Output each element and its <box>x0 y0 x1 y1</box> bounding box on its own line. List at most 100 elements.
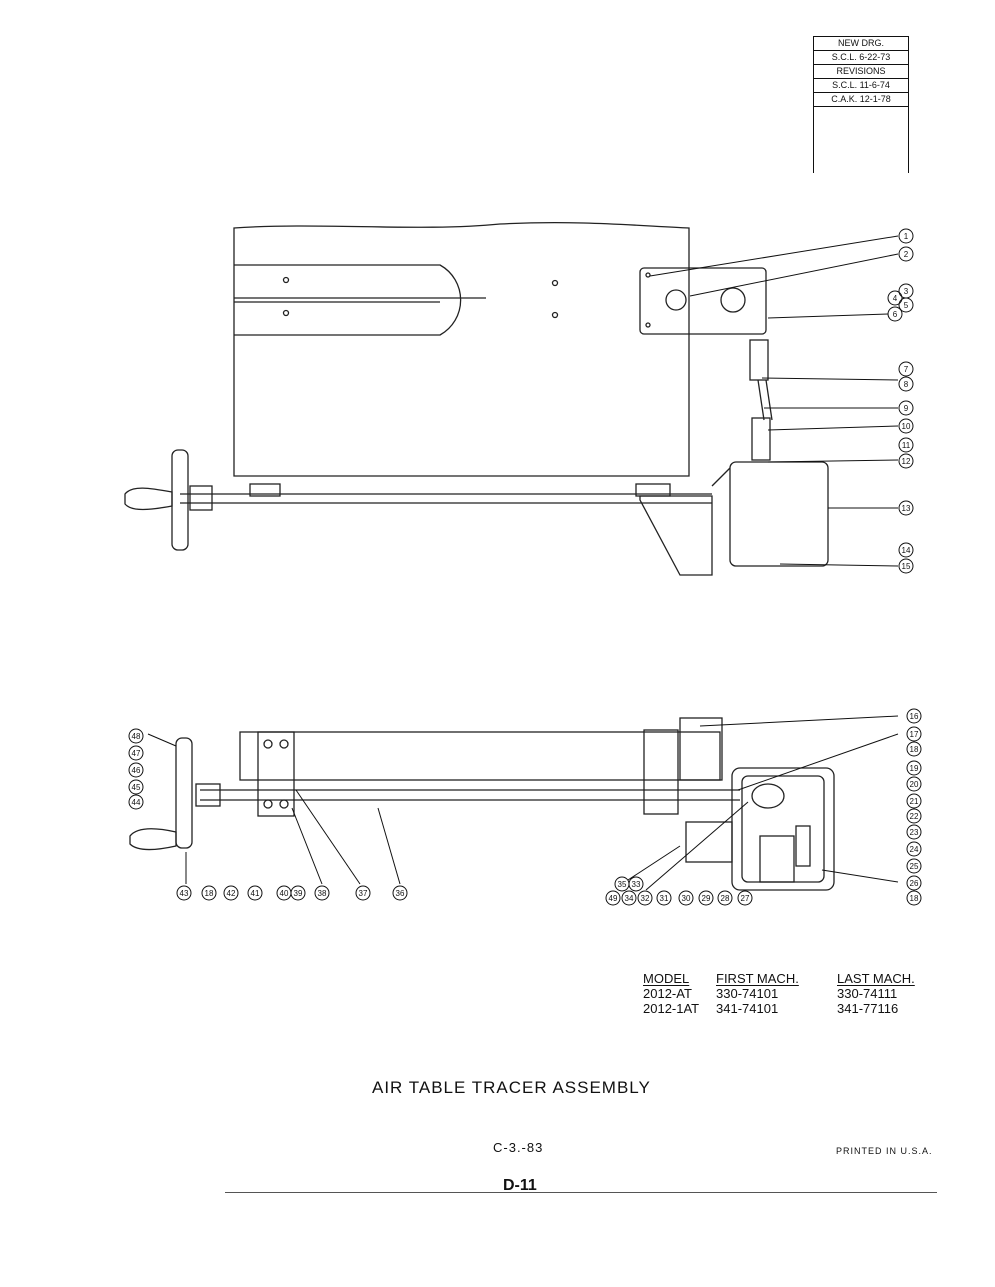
svg-text:42: 42 <box>227 889 236 898</box>
callout-4: 4 <box>887 290 903 306</box>
svg-text:32: 32 <box>641 894 650 903</box>
svg-text:36: 36 <box>396 889 405 898</box>
doc-number: C-3.-83 <box>493 1140 544 1155</box>
revision-line-5: C.A.K. 12-1-78 <box>814 93 908 107</box>
callout-28: 28 <box>717 890 733 906</box>
svg-text:34: 34 <box>625 894 634 903</box>
first-mach-header: FIRST MACH. <box>716 971 799 986</box>
callout-13: 13 <box>898 500 914 516</box>
callout-9: 9 <box>898 400 914 416</box>
callout-24: 24 <box>906 841 922 857</box>
first-mach-row-2: 341-74101 <box>716 1001 779 1016</box>
callout-40: 40 <box>276 885 292 901</box>
svg-text:27: 27 <box>741 894 750 903</box>
svg-text:24: 24 <box>910 845 919 854</box>
svg-text:18: 18 <box>910 745 919 754</box>
callout-33: 33 <box>628 876 644 892</box>
first-mach-column: FIRST MACH. 330-74101 341-74101 <box>716 971 799 1016</box>
svg-text:39: 39 <box>294 889 303 898</box>
svg-text:29: 29 <box>702 894 711 903</box>
model-row-1: 2012-AT <box>643 986 692 1001</box>
page-number: D-11 <box>503 1177 537 1194</box>
svg-text:6: 6 <box>893 310 898 319</box>
handle-bottom <box>129 828 177 851</box>
revision-line-1: NEW DRG. <box>814 37 908 51</box>
last-mach-row-1: 330-74111 <box>837 986 898 1001</box>
top-view <box>124 222 829 576</box>
callout-15: 15 <box>898 558 914 574</box>
callout-45: 45 <box>128 779 144 795</box>
callout-18c: 18 <box>201 885 217 901</box>
drawing-title: AIR TABLE TRACER ASSEMBLY <box>372 1078 651 1097</box>
callout-1: 1 <box>898 228 914 244</box>
handle-top <box>124 487 173 511</box>
revision-line-2: S.C.L. 6-22-73 <box>814 51 908 65</box>
svg-text:5: 5 <box>904 301 909 310</box>
callout-34: 34 <box>621 890 637 906</box>
callout-18a: 18 <box>906 741 922 757</box>
revision-line-4: S.C.L. 11-6-74 <box>814 79 908 93</box>
callout-48: 48 <box>128 728 144 744</box>
first-mach-row-1: 330-74101 <box>716 986 779 1001</box>
svg-text:8: 8 <box>904 380 909 389</box>
callout-27: 27 <box>737 890 753 906</box>
revision-block: NEW DRG. S.C.L. 6-22-73 REVISIONS S.C.L.… <box>813 36 909 173</box>
callout-5: 5 <box>898 297 914 313</box>
svg-text:25: 25 <box>910 862 919 871</box>
t-slot <box>234 264 462 336</box>
svg-text:46: 46 <box>132 766 141 775</box>
callout-38: 38 <box>314 885 330 901</box>
svg-text:23: 23 <box>910 828 919 837</box>
svg-text:20: 20 <box>910 780 919 789</box>
callout-46: 46 <box>128 762 144 778</box>
svg-text:38: 38 <box>318 889 327 898</box>
svg-text:48: 48 <box>132 732 141 741</box>
svg-text:13: 13 <box>902 504 911 513</box>
svg-text:28: 28 <box>721 894 730 903</box>
callout-21: 21 <box>906 793 922 809</box>
callout-44: 44 <box>128 794 144 810</box>
svg-text:7: 7 <box>904 365 909 374</box>
callout-16: 16 <box>906 708 922 724</box>
callout-12: 12 <box>898 453 914 469</box>
callout-32: 32 <box>637 890 653 906</box>
svg-text:45: 45 <box>132 783 141 792</box>
callout-18b: 18 <box>906 890 922 906</box>
svg-text:47: 47 <box>132 749 141 758</box>
last-mach-header: LAST MACH. <box>837 971 915 986</box>
callout-29: 29 <box>698 890 714 906</box>
sprocket <box>720 287 746 313</box>
svg-text:33: 33 <box>632 880 641 889</box>
svg-text:3: 3 <box>904 287 909 296</box>
svg-text:11: 11 <box>902 441 911 450</box>
callout-7: 7 <box>898 361 914 377</box>
mount-plate <box>639 267 767 335</box>
table-body <box>233 222 690 477</box>
bracket <box>639 495 713 576</box>
model-column: MODEL 2012-AT 2012-1AT <box>643 971 699 1016</box>
svg-text:9: 9 <box>904 404 909 413</box>
svg-text:21: 21 <box>910 797 919 806</box>
callout-35: 35 <box>614 876 630 892</box>
handwheel-bottom <box>175 737 193 849</box>
svg-text:16: 16 <box>910 712 919 721</box>
revision-line-3: REVISIONS <box>814 65 908 79</box>
callout-23: 23 <box>906 824 922 840</box>
callout-47: 47 <box>128 745 144 761</box>
callout-30: 30 <box>678 890 694 906</box>
callout-10: 10 <box>898 418 914 434</box>
svg-text:40: 40 <box>280 889 289 898</box>
svg-text:35: 35 <box>618 880 627 889</box>
callout-36: 36 <box>392 885 408 901</box>
svg-text:18: 18 <box>910 894 919 903</box>
printed-note: PRINTED IN U.S.A. <box>836 1146 933 1156</box>
svg-text:22: 22 <box>910 812 919 821</box>
svg-text:26: 26 <box>910 879 919 888</box>
svg-text:17: 17 <box>910 730 919 739</box>
svg-text:19: 19 <box>910 764 919 773</box>
callout-41: 41 <box>247 885 263 901</box>
slide-body <box>239 731 721 781</box>
callout-17: 17 <box>906 726 922 742</box>
svg-text:41: 41 <box>251 889 260 898</box>
